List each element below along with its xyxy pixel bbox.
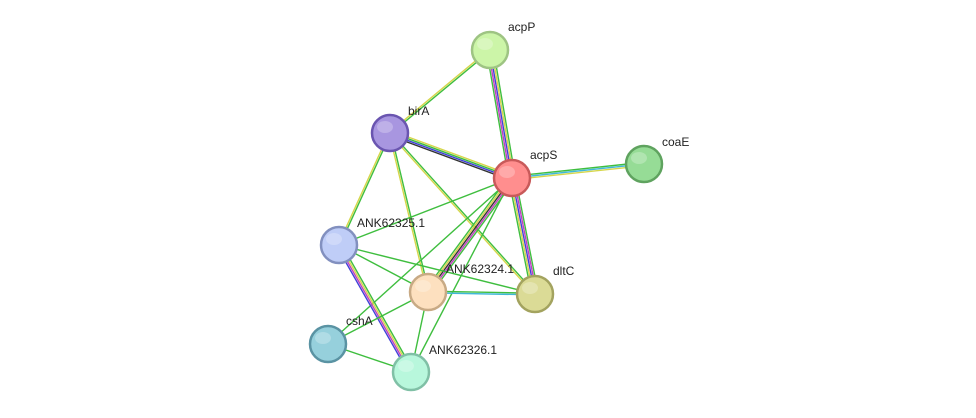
node-highlight [631, 152, 647, 164]
edge-evidence-line [512, 177, 538, 294]
node-label: coaE [662, 135, 689, 149]
edge-acpS-dltC[interactable] [507, 177, 540, 295]
node-highlight [499, 166, 515, 178]
edge-evidence-line [424, 175, 510, 291]
edge-evidence-line [338, 244, 536, 295]
edge-birA-acpS[interactable] [388, 129, 514, 182]
node-highlight [326, 233, 342, 245]
node-ANK62325.1[interactable]: ANK62325.1 [319, 216, 425, 265]
edge-evidence-line [389, 48, 490, 133]
node-circle[interactable] [370, 113, 410, 153]
edge-evidence-line [337, 132, 390, 245]
edge-acpS-coaE[interactable] [511, 161, 645, 181]
edge-evidence-line [514, 177, 540, 294]
node-ANK62324.1[interactable]: ANK62324.1 [408, 262, 514, 312]
node-label: acpS [530, 148, 557, 162]
edge-acpS-ANK62324.1[interactable] [424, 175, 516, 295]
edge-birA-ANK62325.1[interactable] [337, 132, 392, 246]
node-highlight [398, 360, 414, 372]
node-highlight [522, 282, 538, 294]
edge-evidence-line [490, 49, 515, 178]
edge-ANK62325.1-dltC[interactable] [338, 244, 536, 295]
edge-evidence-line [390, 131, 537, 294]
edge-evidence-line [512, 164, 645, 181]
node-birA[interactable]: birA [370, 104, 429, 153]
edge-evidence-line [428, 178, 514, 294]
node-ANK62326.1[interactable]: ANK62326.1 [391, 343, 497, 392]
node-circle[interactable] [515, 274, 555, 314]
node-acpP[interactable]: acpP [470, 20, 535, 70]
edge-evidence-line [389, 133, 512, 180]
node-circle[interactable] [319, 225, 359, 265]
edge-evidence-line [485, 50, 510, 179]
edge-acpP-birA[interactable] [389, 48, 491, 135]
node-circle[interactable] [492, 158, 532, 198]
edge-evidence-line [390, 129, 514, 177]
edge-layer [327, 48, 645, 374]
edge-evidence-line [492, 49, 517, 178]
node-label: ANK62325.1 [357, 216, 425, 230]
node-label: birA [408, 104, 429, 118]
node-circle[interactable] [308, 324, 348, 364]
edge-evidence-line [507, 178, 533, 295]
node-label: ANK62326.1 [429, 343, 497, 357]
edge-evidence-line [426, 176, 512, 292]
edge-evidence-line [511, 177, 536, 295]
node-circle[interactable] [391, 352, 431, 392]
node-highlight [477, 38, 493, 50]
edge-evidence-line [427, 177, 513, 293]
edge-evidence-line [388, 133, 535, 296]
edge-evidence-line [336, 245, 410, 374]
node-circle[interactable] [470, 30, 510, 70]
node-label: ANK62324.1 [446, 262, 514, 276]
edge-acpP-acpS[interactable] [485, 49, 517, 179]
edge-evidence-line [487, 50, 512, 179]
edge-evidence-line [339, 244, 413, 372]
node-highlight [415, 280, 431, 292]
edge-evidence-line [489, 49, 513, 179]
edge-evidence-line [509, 178, 535, 295]
node-label: acpP [508, 20, 535, 34]
edge-birA-dltC[interactable] [388, 131, 537, 296]
node-cshA[interactable]: cshA [308, 314, 373, 364]
edge-evidence-line [390, 131, 513, 178]
edge-ANK62325.1-ANK62326.1[interactable] [336, 243, 414, 374]
edge-evidence-line [327, 177, 513, 345]
node-acpS[interactable]: acpS [492, 148, 557, 198]
edge-evidence-line [390, 50, 491, 135]
node-highlight [315, 332, 331, 344]
edge-acpS-cshA[interactable] [327, 177, 513, 345]
node-label: dltC [553, 264, 575, 278]
edge-evidence-line [339, 133, 392, 246]
node-highlight [377, 121, 393, 133]
edge-evidence-line [337, 245, 411, 373]
edge-acpS-ANK62325.1[interactable] [338, 177, 513, 246]
node-circle[interactable] [408, 272, 448, 312]
edge-evidence-line [338, 177, 513, 246]
edge-evidence-line [388, 134, 512, 182]
edge-evidence-line [511, 163, 645, 179]
node-dltC[interactable]: dltC [515, 264, 575, 314]
edge-evidence-line [340, 243, 414, 372]
node-label: cshA [346, 314, 373, 328]
node-circle[interactable] [624, 144, 664, 184]
node-coaE[interactable]: coaE [624, 135, 689, 184]
edge-evidence-line [511, 161, 644, 178]
